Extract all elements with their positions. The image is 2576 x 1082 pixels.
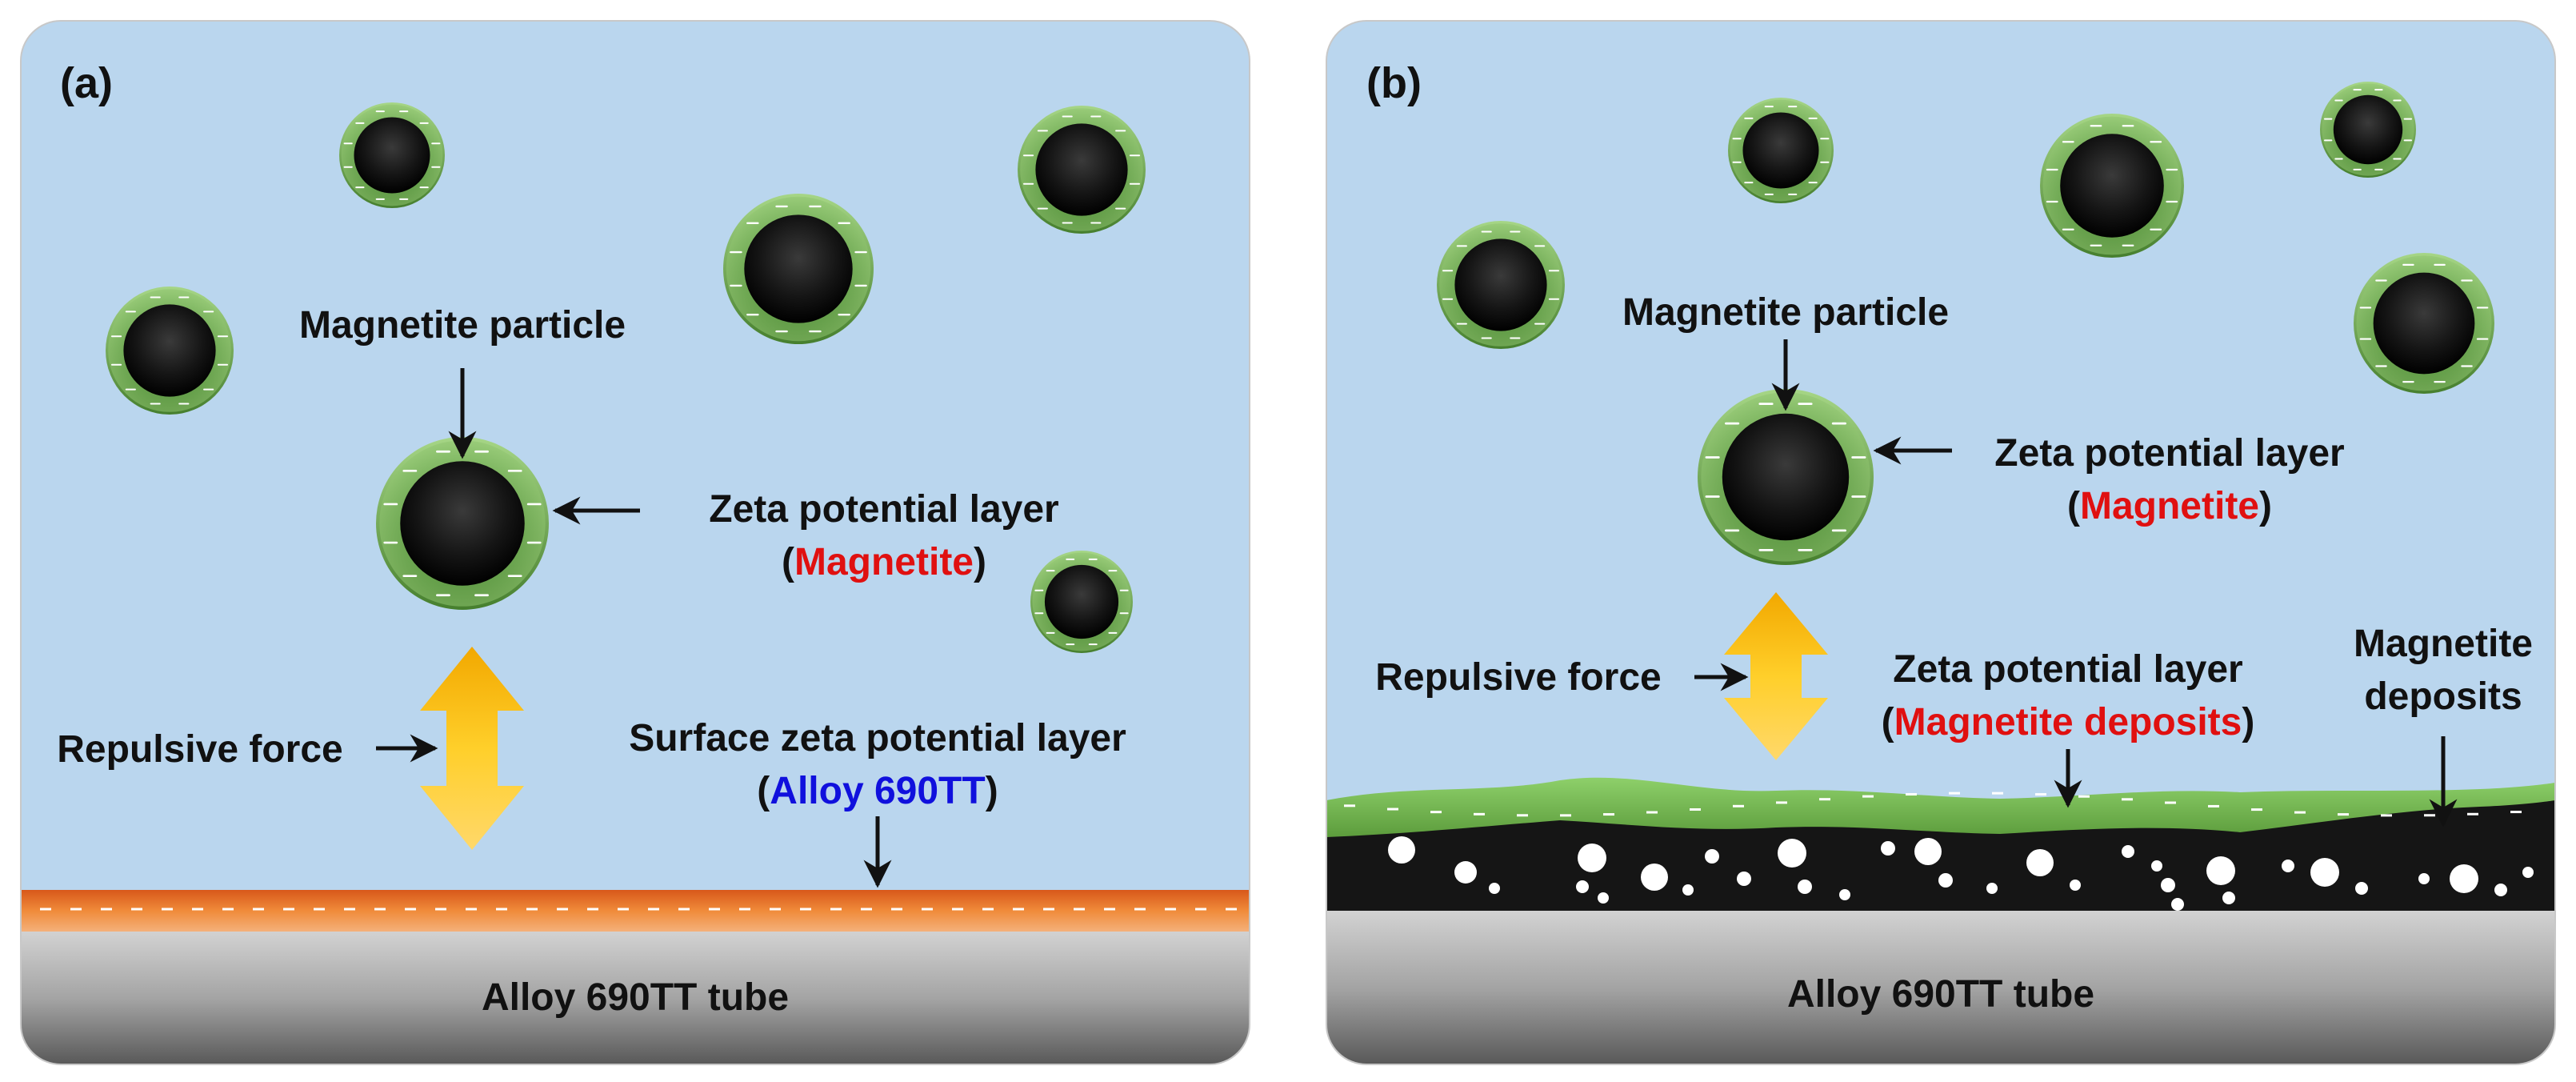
particle-core	[2333, 94, 2403, 165]
deposits-label-line1: Magnetite	[2354, 623, 2533, 665]
magnetite-particle	[1437, 221, 1565, 349]
magnetite-particle	[2320, 82, 2416, 178]
deposit-zeta-label: Zeta potential layer	[1893, 648, 2242, 691]
particle-core	[400, 461, 525, 586]
particle-core	[1722, 413, 1850, 541]
magnetite-particles	[1437, 82, 2494, 565]
repulsive-label: Repulsive force	[1375, 656, 1661, 699]
zeta-highlight: Magnetite	[2080, 485, 2259, 527]
deposit-zeta-charges	[1344, 791, 2522, 817]
particle-core	[2373, 272, 2475, 375]
magnetite-particle	[1018, 106, 1146, 234]
panel-a-border	[20, 20, 1250, 1065]
particle-core	[123, 304, 216, 397]
deposit-zeta-sublabel: (Magnetite deposits)	[1882, 701, 2255, 743]
panel-label-b: (b)	[1366, 59, 1422, 107]
repulsive-force-arrow	[1724, 592, 1828, 760]
zeta-highlight: Magnetite	[794, 541, 974, 583]
surface-zeta-label: Surface zeta potential layer	[629, 717, 1126, 759]
alloy-tube	[1326, 911, 2555, 1064]
magnetite-particle	[376, 437, 549, 610]
magnetite-particle	[723, 194, 874, 344]
magnetite-particles	[106, 102, 1146, 653]
particle-core	[744, 214, 853, 323]
particle-core	[2060, 134, 2164, 238]
panel-b-border	[1326, 20, 2556, 1065]
tube-label: Alloy 690TT tube	[482, 976, 789, 1019]
particle-label: Magnetite particle	[1622, 291, 1949, 334]
alloy-tube	[21, 932, 1250, 1064]
particle-core	[1044, 564, 1119, 639]
magnetite-particle	[1728, 98, 1834, 203]
magnetite-particle	[1698, 389, 1874, 565]
magnetite-particle	[1030, 551, 1133, 653]
particle-core	[1742, 112, 1819, 189]
alloy-zeta-layer	[21, 890, 1250, 932]
particle-label: Magnetite particle	[299, 304, 626, 347]
panel-a: (a) Magnetite particle Zeta potential la…	[21, 21, 1250, 1064]
zeta-sublabel: (Magnetite)	[2067, 485, 2272, 527]
deposit-zeta-layer	[1326, 777, 2555, 837]
zeta-label: Zeta potential layer	[1994, 432, 2344, 475]
repulsive-force-arrow	[420, 647, 524, 850]
zeta-sublabel: (Magnetite)	[782, 541, 986, 583]
deposit-pores	[1388, 836, 2534, 911]
deposit-highlight: Magnetite deposits	[1894, 701, 2242, 743]
magnetite-particle	[2040, 114, 2184, 258]
water-background	[21, 21, 1250, 1064]
zeta-label: Zeta potential layer	[709, 488, 1058, 531]
particle-core	[354, 117, 430, 194]
magnetite-particle	[106, 287, 234, 415]
surface-highlight: Alloy 690TT	[770, 770, 985, 812]
magnetite-particle	[339, 102, 445, 208]
magnetite-particle	[2354, 253, 2494, 394]
panel-b: (b) Magnetite particle Zeta potential la…	[1326, 21, 2555, 1064]
particle-core	[1035, 123, 1128, 216]
deposits-label-line2: deposits	[2364, 675, 2522, 718]
repulsive-label: Repulsive force	[57, 728, 342, 771]
surface-zeta-sublabel: (Alloy 690TT)	[757, 770, 998, 812]
particle-core	[1454, 238, 1547, 331]
panel-label-a: (a)	[60, 59, 113, 107]
tube-label: Alloy 690TT tube	[1787, 973, 2094, 1016]
